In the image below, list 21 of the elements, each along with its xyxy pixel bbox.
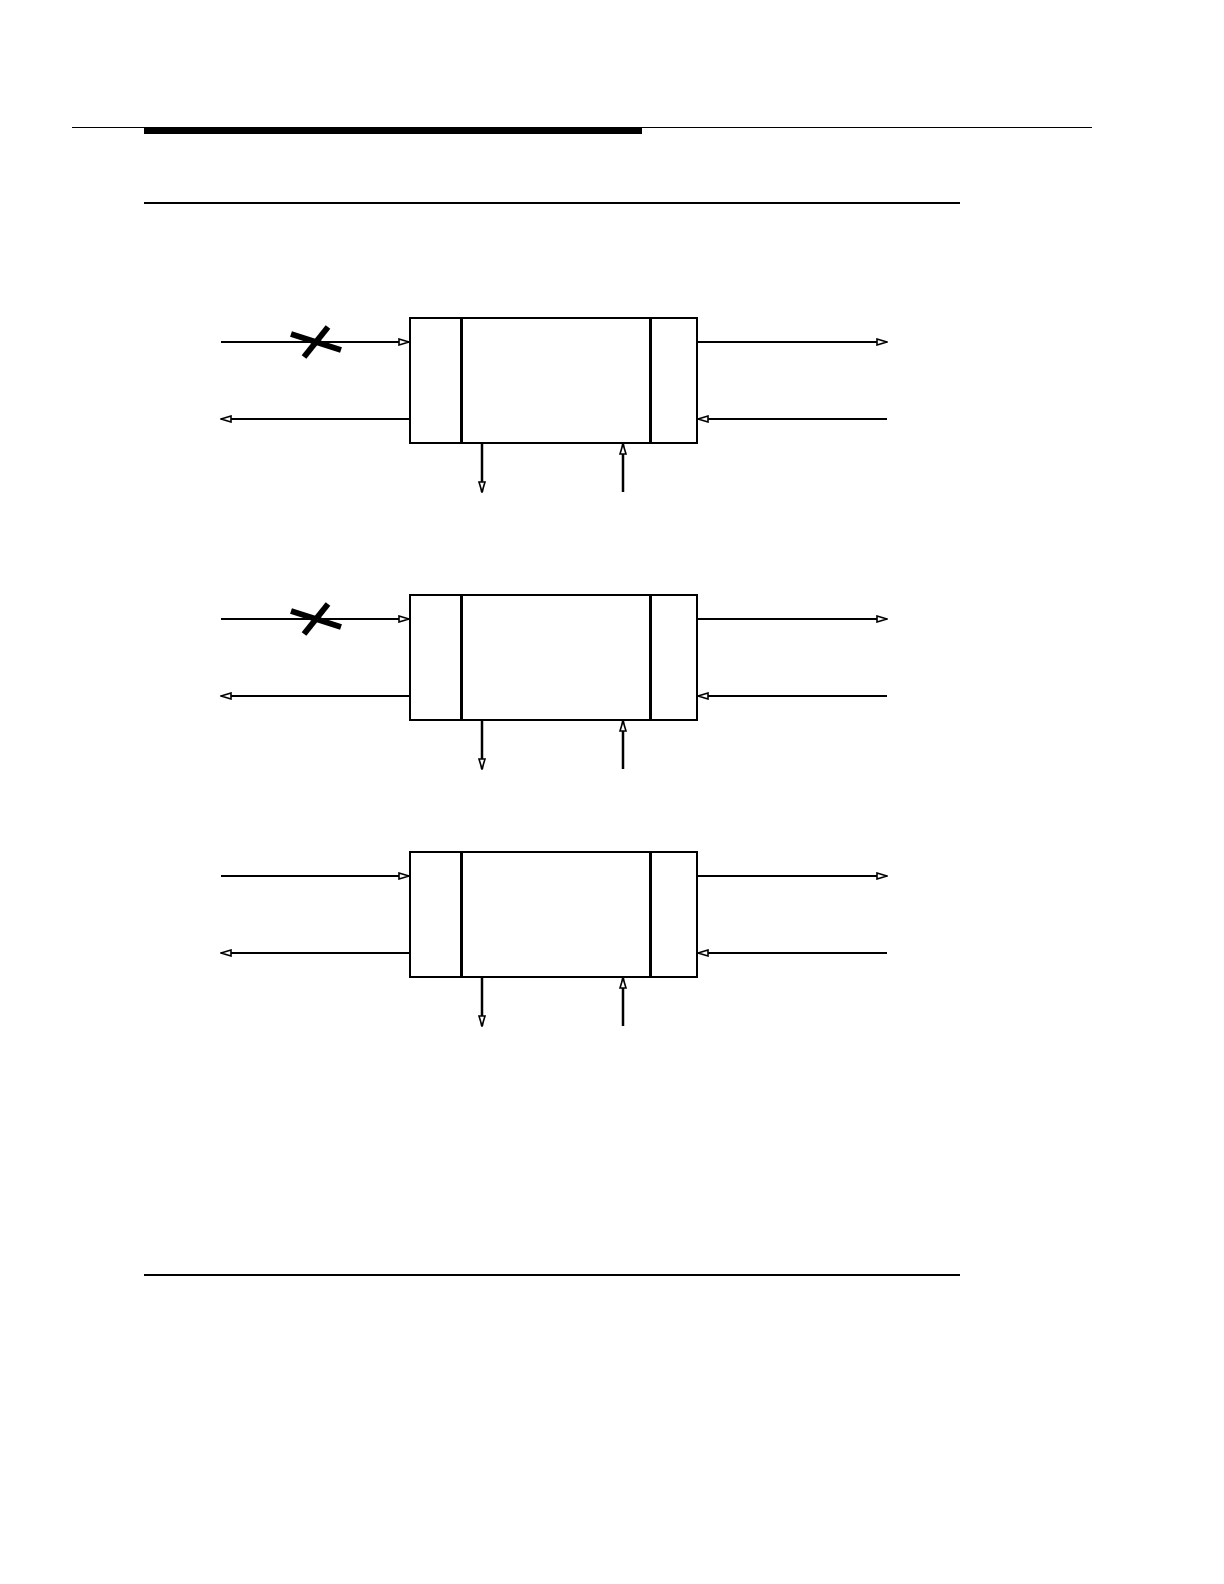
process-box — [409, 851, 698, 978]
arrow — [619, 443, 627, 492]
arrow — [478, 978, 486, 1027]
arrow — [220, 872, 410, 880]
arrow — [478, 444, 486, 493]
arrow — [697, 615, 888, 623]
arrow — [619, 720, 627, 769]
process-box — [409, 317, 698, 444]
arrow — [697, 692, 888, 700]
arrow — [697, 338, 888, 346]
arrow — [220, 415, 410, 423]
arrow — [697, 872, 888, 880]
arrow — [220, 692, 410, 700]
arrow — [220, 338, 410, 346]
arrow — [697, 415, 888, 423]
arrow — [220, 615, 410, 623]
arrow — [619, 977, 627, 1026]
arrow — [697, 949, 888, 957]
arrow — [220, 949, 410, 957]
arrow — [478, 721, 486, 770]
process-box — [409, 594, 698, 721]
